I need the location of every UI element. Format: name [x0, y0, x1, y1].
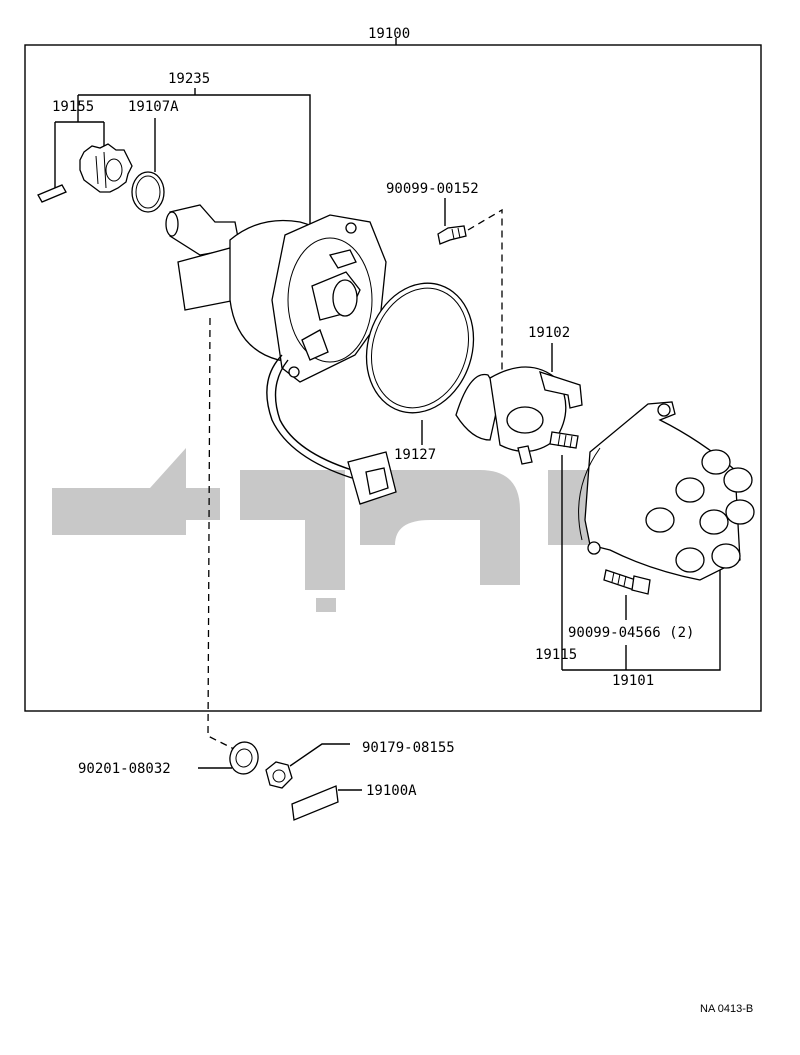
- label-19107a: 19107A: [128, 99, 179, 115]
- gasket-icon: [365, 282, 475, 414]
- label-plate-icon: [291, 785, 339, 821]
- distributor-cap-icon: [578, 401, 755, 581]
- label-90099-00152: 90099-00152: [386, 181, 479, 197]
- washer-icon: [229, 741, 259, 775]
- rotor-icon: [455, 366, 583, 465]
- wiring-connector-icon: [266, 354, 397, 505]
- label-19155: 19155: [52, 99, 94, 115]
- gear-icon: [79, 143, 133, 193]
- label-19101: 19101: [612, 673, 654, 689]
- bolt-icon: [437, 225, 467, 245]
- label-90099-04566: 90099-04566 (2): [568, 625, 694, 641]
- label-19100: 19100: [368, 26, 410, 42]
- o-ring-small-icon: [131, 171, 165, 213]
- label-19127: 19127: [394, 447, 436, 463]
- nut-icon: [265, 761, 293, 789]
- small-screw-icon: [549, 431, 579, 449]
- label-90179-08155: 90179-08155: [362, 740, 455, 756]
- cap-bolt-icon: [603, 569, 651, 595]
- assembly-frame: [24, 44, 762, 712]
- label-19115: 19115: [535, 647, 577, 663]
- distributor-housing-icon: [165, 204, 387, 383]
- label-19235: 19235: [168, 71, 210, 87]
- catalog-code: NA 0413-B: [700, 1003, 753, 1015]
- label-19100a: 19100A: [366, 783, 417, 799]
- label-19102: 19102: [528, 325, 570, 341]
- label-90201-08032: 90201-08032: [78, 761, 171, 777]
- pin-icon: [37, 184, 67, 203]
